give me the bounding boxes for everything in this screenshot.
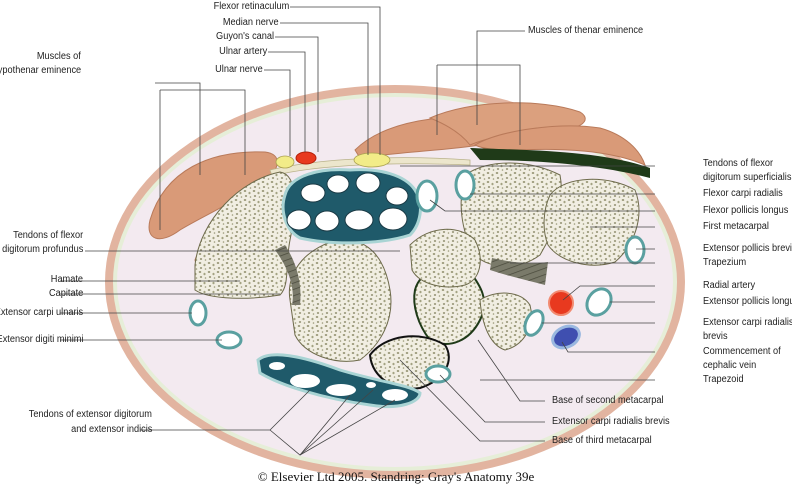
flexor-retinaculum	[269, 157, 471, 177]
label-flexor-retinaculum: Flexor retinaculum	[213, 1, 289, 12]
tendon-fdp-2	[314, 210, 340, 232]
label-base-third-metacarpal: Base of third metacarpal	[552, 435, 652, 446]
tendon-ed-2	[290, 374, 320, 388]
scaphoid-region-bone	[409, 228, 481, 288]
trapezium-bone	[460, 162, 562, 267]
label-epl: Extensor pollicis longus	[703, 296, 792, 307]
extensor-tendon-sheath	[256, 353, 422, 408]
label-ed-ei-1: Tendons of extensor digitorum	[28, 409, 152, 420]
label-base-second-metacarpal: Base of second metacarpal	[552, 395, 664, 406]
ecu-tendon	[188, 299, 208, 327]
label-median-nerve: Median nerve	[223, 17, 279, 28]
label-ed-ei-2: and extensor indicis	[70, 424, 152, 435]
tendon-ed-3	[326, 384, 356, 396]
label-thenar-muscles: Muscles of thenar eminence	[528, 25, 644, 36]
capitate-bone	[288, 239, 392, 362]
tendon-fdp-1	[286, 209, 312, 231]
leader-lines	[60, 6, 655, 456]
label-ulnar-artery: Ulnar artery	[218, 46, 267, 57]
tendon-fds-4	[385, 186, 409, 206]
label-trapezium: Trapezium	[703, 257, 747, 268]
label-edm: Extensor digiti minimi	[0, 334, 83, 345]
label-fpl: Flexor pollicis longus	[703, 205, 789, 216]
thenar-fascia	[470, 148, 650, 178]
label-fdp-2: digitorum profundus	[1, 244, 83, 255]
figure-caption: © Elsevier Ltd 2005. Standring: Gray's A…	[257, 469, 535, 484]
trapezium-ligament	[490, 258, 548, 285]
label-fds-2: digitorum superficialis	[703, 172, 792, 183]
fpl-tendon	[415, 179, 439, 213]
epl-tendon	[585, 287, 613, 317]
label-hypothenar-muscles-1: Muscles of	[37, 51, 81, 62]
ecrb-tendon	[424, 364, 452, 384]
tendon-fdp-4	[378, 207, 408, 231]
fcr-tendon	[454, 169, 476, 201]
label-cephalic-vein-2: cephalic vein	[703, 360, 757, 371]
ecrl-tendon	[523, 309, 545, 337]
label-hamate: Hamate	[50, 274, 83, 285]
tendon-ei	[366, 382, 376, 388]
label-fcr: Flexor carpi radialis	[703, 188, 783, 199]
first-metacarpal-bone	[543, 178, 640, 266]
tendon-fds-2	[326, 174, 350, 194]
tendon-fds-3	[355, 172, 381, 194]
cephalic-vein	[551, 324, 581, 350]
label-ecrl-2: brevis	[703, 331, 728, 342]
epb-tendon	[624, 235, 646, 265]
tendon-ed-1	[269, 362, 285, 370]
interosseous-ligament	[275, 245, 301, 305]
flexor-tendon-sheath	[281, 168, 422, 245]
fds-tendons	[300, 172, 409, 206]
hamate-bone	[194, 171, 295, 299]
label-hypothenar-muscles-2: hypothenar eminence	[0, 65, 81, 76]
label-ecu: Extensor carpi ulnaris	[0, 307, 83, 318]
label-epb: Extensor pollicis brevis	[703, 243, 792, 254]
label-cephalic-vein-1: Commencement of	[703, 346, 781, 357]
label-guyons-canal: Guyon's canal	[215, 31, 274, 42]
label-ecrl-1: Extensor carpi radialis	[703, 317, 792, 328]
fdp-tendons	[286, 207, 408, 232]
tendon-fds-1	[300, 183, 326, 203]
label-capitate: Capitate	[48, 288, 83, 299]
median-nerve	[353, 152, 391, 168]
label-fdp-1: Tendons of flexor	[12, 230, 83, 241]
tendon-fdp-3	[344, 209, 374, 231]
ulnar-artery	[295, 151, 317, 165]
label-trapezoid: Trapezoid	[703, 374, 744, 385]
label-radial-artery: Radial artery	[703, 280, 756, 291]
label-ecrb: Extensor carpi radialis brevis	[552, 416, 670, 427]
label-ulnar-nerve: Ulnar nerve	[215, 64, 263, 75]
label-first-metacarpal: First metacarpal	[703, 221, 769, 232]
label-fds-1: Tendons of flexor	[703, 158, 774, 169]
ulnar-nerve	[275, 155, 295, 169]
tendon-ed-4	[382, 389, 408, 401]
